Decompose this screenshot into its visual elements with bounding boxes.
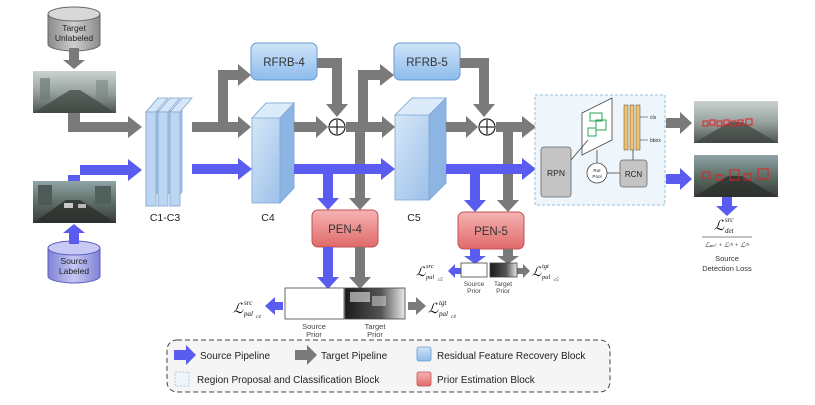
c4-source-prior-label-2: Prior (306, 330, 322, 339)
svg-text:src: src (725, 216, 734, 224)
target-detection-image (694, 101, 778, 143)
c4-target-prior: Target Prior (344, 287, 406, 339)
c4-source-prior-label-1: Source (302, 322, 326, 331)
c1c3-label: C1-C3 (150, 212, 181, 224)
target-database-icon: Target Unlabeled (47, 6, 101, 52)
c4-block: C4 (251, 101, 295, 224)
detection-loss-caption-2: Detection Loss (702, 264, 752, 273)
legend-rpc: Region Proposal and Classification Block (197, 375, 380, 386)
legend-pen: Prior Estimation Block (437, 375, 536, 386)
c5-target-prior-label-2: Prior (496, 288, 511, 295)
target-pipeline-arrows (192, 58, 692, 315)
target-image (33, 71, 116, 113)
loss-pal-c5-tgt: ℒ tgt pal c5 (532, 263, 559, 283)
target-label-line1: Target (62, 23, 86, 33)
rfrb5-block: RFRB-5 (393, 42, 461, 81)
pen4-label: PEN-4 (328, 224, 362, 236)
rfrb4-label: RFRB-4 (263, 57, 305, 69)
svg-text:ℒ: ℒ (233, 302, 244, 317)
svg-text:ℒ: ℒ (428, 302, 439, 317)
legend-target-pipeline: Target Pipeline (321, 351, 388, 362)
c5-source-prior: Source Prior (460, 262, 488, 295)
loss-detection: ℒ src det ℒₚₙᶜ + ℒᶜˡˢ + ℒᶜˡˢ Source Dete… (702, 216, 752, 273)
c5-target-prior-label-1: Target (494, 281, 512, 288)
legend: Source Pipeline Target Pipeline Residual… (166, 339, 611, 393)
c5-target-prior: Target Prior (489, 262, 518, 295)
svg-text:c4: c4 (256, 315, 261, 320)
loss-pal-c5-src: ℒ src pal c5 (416, 263, 443, 283)
legend-target-arrow-icon (295, 345, 317, 365)
svg-text:c5: c5 (438, 278, 443, 283)
rfrb5-label: RFRB-5 (406, 57, 448, 69)
c4-target-prior-label-1: Target (365, 322, 387, 331)
svg-text:tgt: tgt (439, 299, 447, 307)
svg-text:c5: c5 (554, 278, 559, 283)
target-label-line2: Unlabeled (55, 33, 94, 43)
svg-text:pal: pal (425, 274, 435, 281)
legend-source-arrow-icon (174, 345, 196, 365)
bbox-label: bbox (650, 138, 661, 144)
legend-rfrb-swatch (416, 346, 432, 362)
source-input-arrows (63, 159, 142, 244)
cls-label: cls (650, 115, 657, 121)
loss-pal-c4-tgt: ℒ tgt pal c4 (428, 299, 456, 320)
c5-block: C5 (394, 97, 447, 224)
roi-pool-label-2: Pool (592, 174, 601, 179)
legend-pen-swatch (416, 371, 432, 387)
svg-text:pal: pal (243, 310, 253, 318)
svg-text:pal: pal (438, 310, 448, 318)
source-label-line2: Labeled (59, 266, 90, 276)
c4-source-prior: Source Prior (284, 287, 345, 339)
rpn-label: RPN (547, 168, 565, 178)
c5-source-prior-label-1: Source (464, 281, 485, 288)
svg-text:ℒ: ℒ (532, 264, 542, 279)
svg-text:src: src (426, 263, 434, 270)
pen4-block: PEN-4 (311, 209, 379, 248)
svg-text:det: det (725, 227, 735, 235)
c1c3-block: C1-C3 (145, 96, 193, 224)
source-pipeline-arrows (192, 158, 738, 315)
sum-node-5 (478, 118, 496, 136)
loss-pal-c4-src: ℒ src pal c4 (233, 299, 261, 320)
svg-text:src: src (244, 299, 253, 307)
detection-loss-sum: ℒₚₙᶜ + ℒᶜˡˢ + ℒᶜˡˢ (705, 242, 750, 249)
svg-text:pal: pal (541, 274, 551, 281)
source-detection-image (694, 155, 778, 197)
svg-text:tgt: tgt (542, 263, 549, 270)
c4-target-prior-label-2: Prior (367, 330, 383, 339)
source-database-icon: Source Labeled (47, 240, 101, 284)
rcn-label: RCN (625, 170, 643, 179)
sum-node-4 (328, 118, 346, 136)
c5-label: C5 (407, 212, 421, 224)
source-image (33, 181, 116, 223)
pen5-label: PEN-5 (474, 226, 508, 238)
detection-loss-caption-1: Source (715, 254, 739, 263)
c5-source-prior-label-2: Prior (467, 288, 482, 295)
legend-rfrb: Residual Feature Recovery Block (437, 351, 586, 362)
svg-text:ℒ: ℒ (714, 219, 725, 234)
source-label-line1: Source (61, 256, 88, 266)
c4-label: C4 (261, 212, 275, 224)
target-input-arrows (63, 48, 142, 138)
pen5-block: PEN-5 (457, 211, 525, 250)
rfrb4-block: RFRB-4 (250, 42, 318, 81)
legend-rpc-swatch (174, 371, 190, 387)
svg-text:c4: c4 (451, 315, 456, 320)
legend-source-pipeline: Source Pipeline (200, 351, 270, 362)
svg-text:ℒ: ℒ (416, 264, 426, 279)
rpc-block: RPN RoI Pool RCN cls bbox (534, 94, 666, 206)
roi-pool-label-1: RoI (593, 168, 600, 173)
